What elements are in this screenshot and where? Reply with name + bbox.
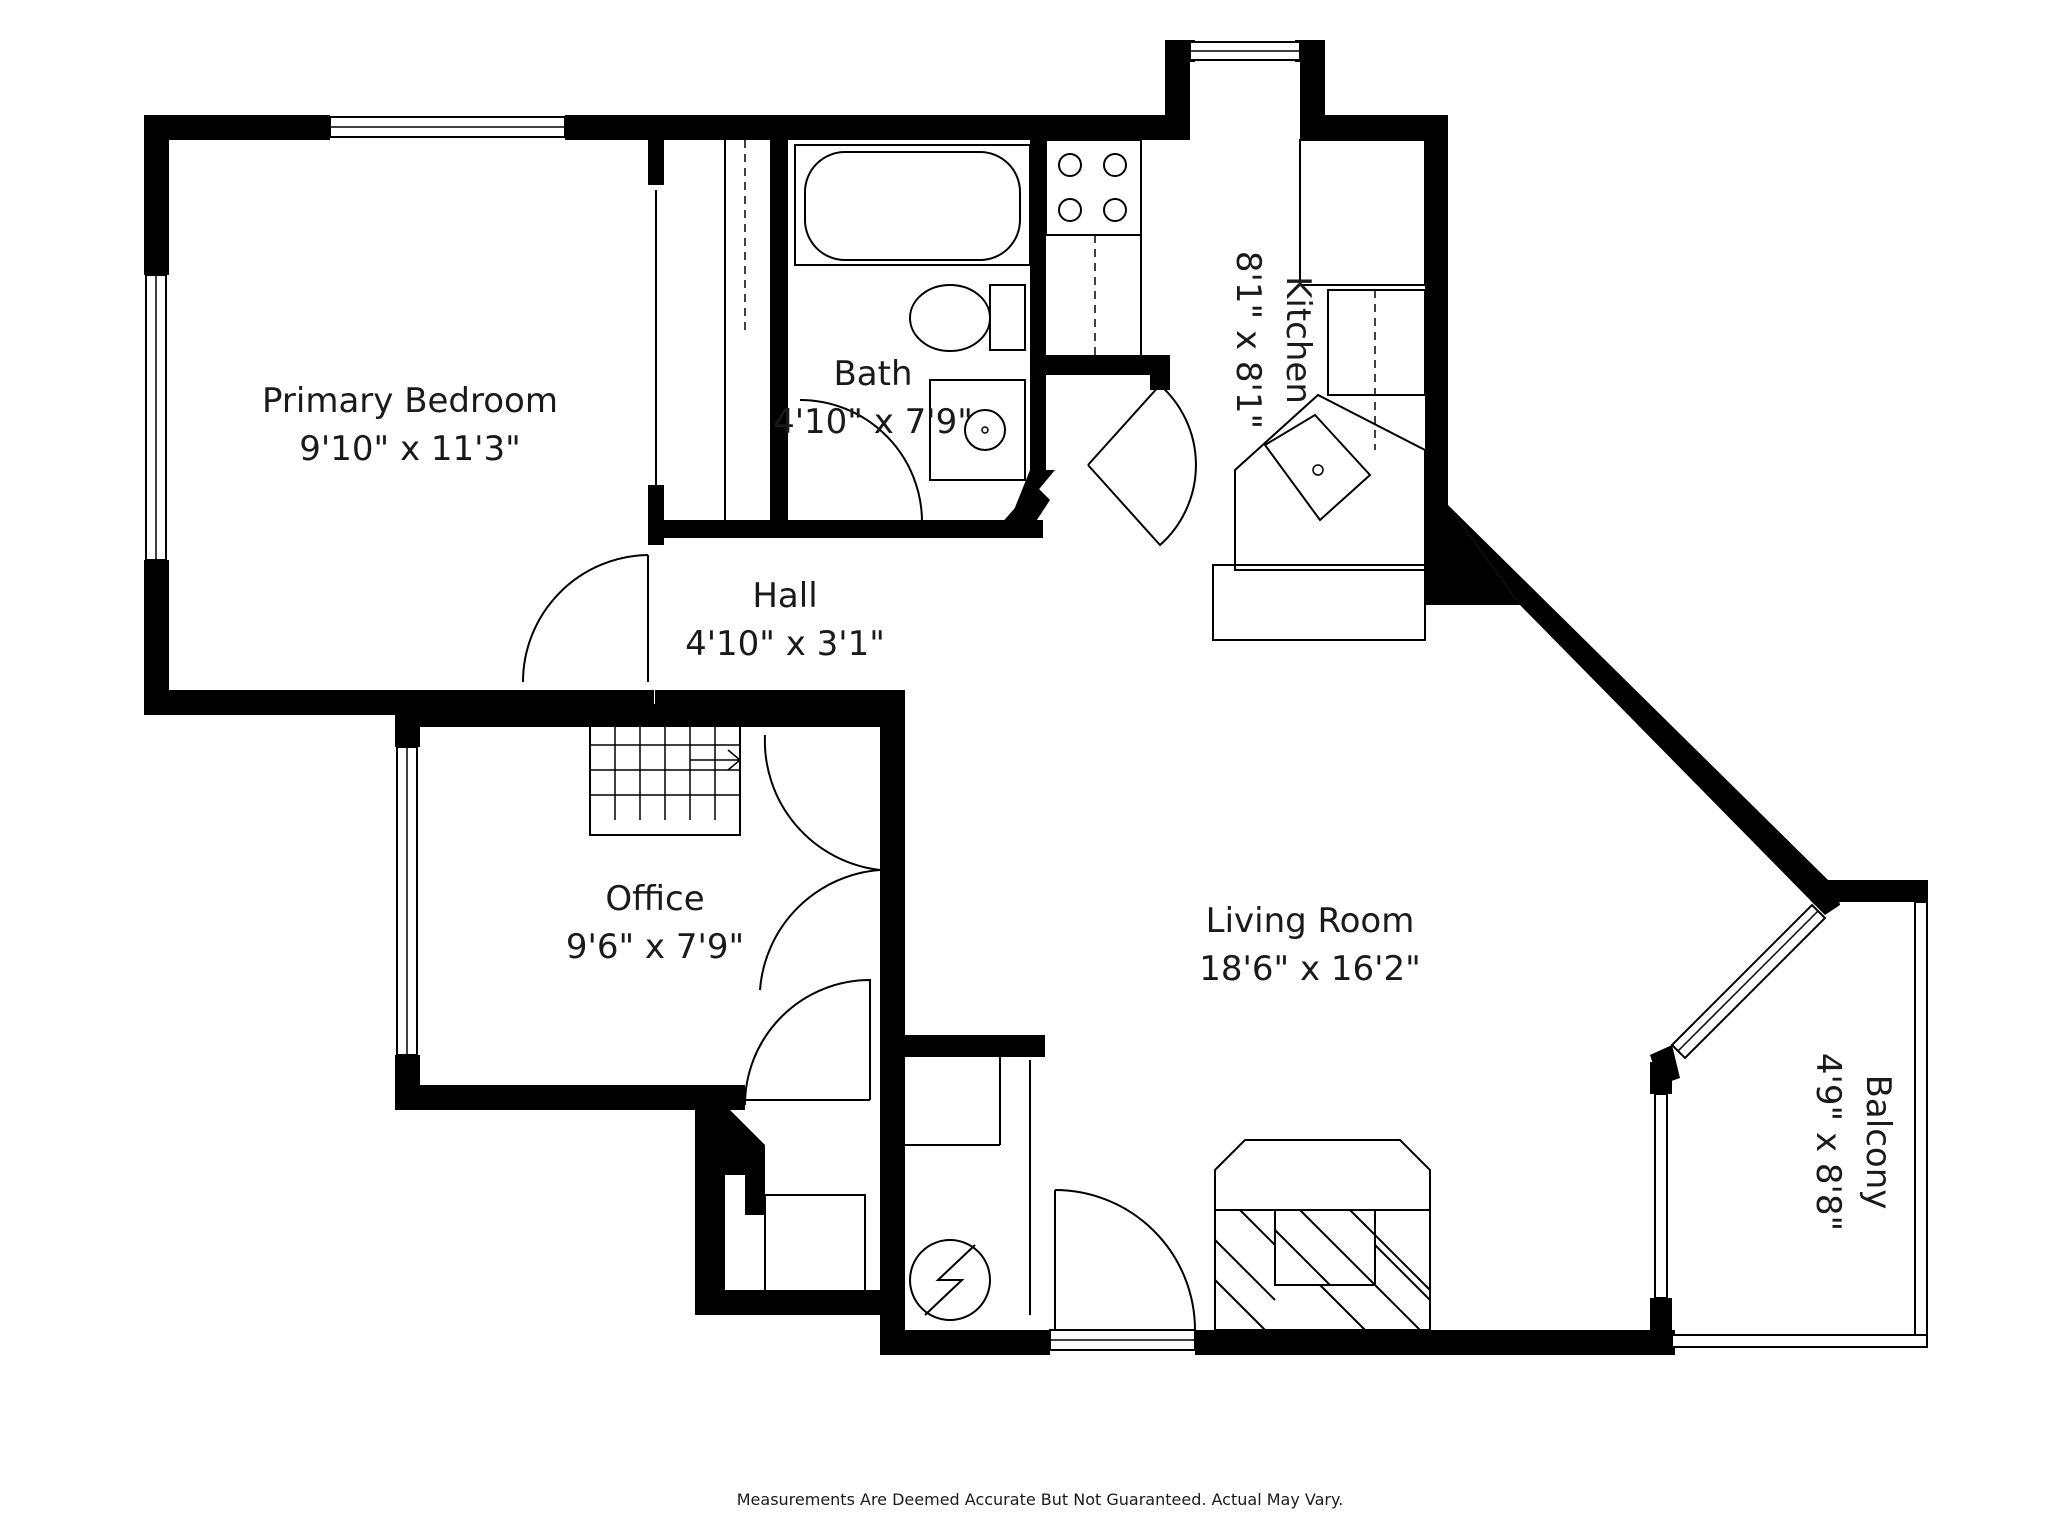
room-dims-primary-bedroom: 9'10" x 11'3" <box>299 429 521 469</box>
doors <box>522 190 1197 1331</box>
stairs <box>589 704 742 836</box>
fixtures <box>589 139 1431 1331</box>
windows <box>145 41 1928 1351</box>
room-name-kitchen: Kitchen <box>1278 276 1318 404</box>
room-name-living-room: Living Room <box>1206 901 1415 941</box>
room-dims-hall: 4'10" x 3'1" <box>685 624 885 664</box>
room-dims-balcony: 4'9" x 8'8" <box>1808 1053 1848 1231</box>
room-name-hall: Hall <box>752 576 817 616</box>
room-dims-office: 9'6" x 7'9" <box>566 927 744 967</box>
room-name-balcony: Balcony <box>1858 1075 1898 1210</box>
disclaimer-text: Measurements Are Deemed Accurate But Not… <box>737 1490 1344 1509</box>
room-labels: Primary Bedroom 9'10" x 11'3" Bath 4'10"… <box>262 251 1898 1231</box>
room-dims-living-room: 18'6" x 16'2" <box>1199 949 1421 989</box>
room-name-office: Office <box>605 879 704 919</box>
room-dims-kitchen: 8'1" x 8'1" <box>1228 251 1268 429</box>
room-dims-bath: 4'10" x 7'9" <box>773 402 973 442</box>
water-heater-icon <box>909 1239 991 1321</box>
room-name-primary-bedroom: Primary Bedroom <box>262 381 558 421</box>
fireplace-icon <box>1214 1139 1431 1331</box>
walls <box>144 40 1928 1355</box>
room-name-bath: Bath <box>833 354 912 394</box>
